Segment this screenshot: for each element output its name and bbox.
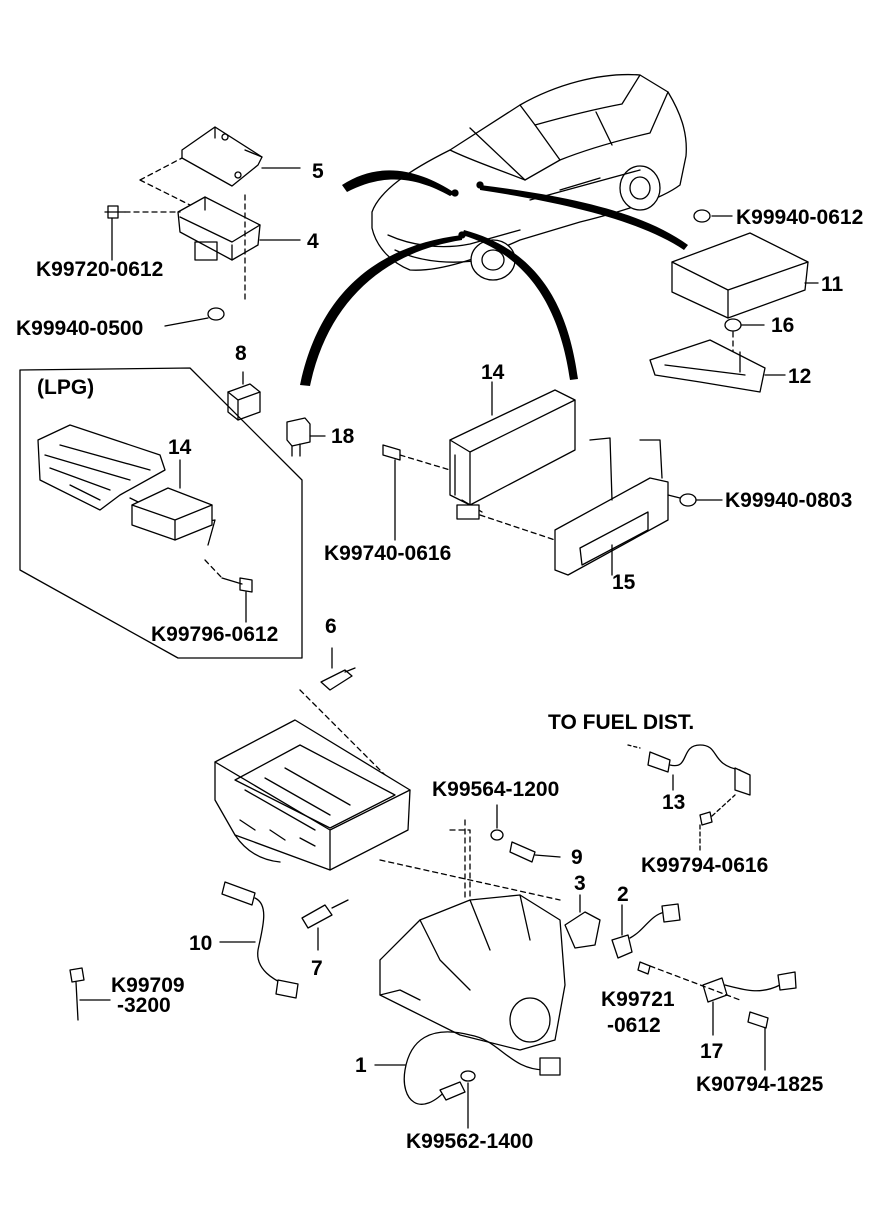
part-1-harness <box>374 1031 561 1129</box>
part-10-sensor <box>219 881 299 999</box>
part-11-module <box>671 232 819 319</box>
part-5-bracket <box>181 126 301 187</box>
callout-14: 14 <box>481 361 505 384</box>
part-4-module <box>139 157 301 301</box>
part-6-sensor <box>299 647 391 781</box>
part-12-bracket <box>649 339 786 393</box>
callout-2: 2 <box>617 883 629 906</box>
part-number-k99721: K99721 <box>601 988 675 1011</box>
part-number-k99940-0803: K99940-0803 <box>725 489 853 512</box>
part-8-relay <box>227 371 261 421</box>
callout-14-lpg: 14 <box>168 436 192 459</box>
callout-7: 7 <box>311 957 323 980</box>
part-number-k99709-suffix: -3200 <box>117 994 171 1017</box>
location-arrows <box>300 170 688 386</box>
callout-13: 13 <box>662 791 686 814</box>
part-13-harness <box>627 744 751 851</box>
part-7-sensor <box>301 899 349 951</box>
callout-6: 6 <box>325 615 337 638</box>
part-number-k90794-1825: K90794-1825 <box>696 1073 824 1096</box>
part-number-k99564-1200: K99564-1200 <box>432 778 560 801</box>
callout-11: 11 <box>821 273 844 296</box>
bolt-k99796 <box>204 559 253 623</box>
part-number-k99740-0616: K99740-0616 <box>324 542 452 565</box>
part-number-k99796-0612: K99796-0612 <box>151 623 279 646</box>
engine-head <box>214 719 411 871</box>
lpg-module-14 <box>131 459 213 541</box>
part-15-bracket <box>554 437 669 576</box>
part-17-sensor <box>649 965 797 1071</box>
part-3-sensor <box>564 894 601 949</box>
part-number-k99940-0612: K99940-0612 <box>736 206 864 229</box>
nut-k99940-0803 <box>479 493 723 541</box>
callout-4: 4 <box>307 230 319 253</box>
nut-k99940-0500 <box>164 307 225 327</box>
callout-17: 17 <box>700 1040 724 1063</box>
callout-16: 16 <box>771 314 795 337</box>
fuel-dist-note: TO FUEL DIST. <box>548 711 695 734</box>
callout-3: 3 <box>574 872 586 895</box>
bolt-k99720 <box>104 205 181 261</box>
lpg-frame <box>19 367 303 659</box>
part-number-k99721-suffix: -0612 <box>607 1014 661 1037</box>
part-14-ecu <box>449 381 576 520</box>
callout-15: 15 <box>612 571 636 594</box>
callout-1: 1 <box>355 1054 367 1077</box>
callout-12: 12 <box>788 365 812 388</box>
callout-9: 9 <box>571 846 583 869</box>
callout-18: 18 <box>331 425 355 448</box>
part-number-k99562-1400: K99562-1400 <box>406 1130 534 1153</box>
lpg-label: (LPG) <box>37 376 95 399</box>
part-9-sensor <box>464 804 561 901</box>
part-number-k99940-0500: K99940-0500 <box>16 317 144 340</box>
clip-k99709 <box>69 967 111 1021</box>
callout-5: 5 <box>312 160 324 183</box>
nut-k99940-0612-top <box>693 209 733 223</box>
part-2-sensor <box>611 903 681 975</box>
transaxle <box>379 829 566 1051</box>
part-number-k99720-0612: K99720-0612 <box>36 258 164 281</box>
callout-8: 8 <box>235 342 247 365</box>
callout-10: 10 <box>189 932 213 955</box>
part-18-relay <box>286 417 326 457</box>
part-number-k99709: K99709 <box>111 974 185 997</box>
bolt-k99740 <box>382 444 451 541</box>
part-number-k99794-0616: K99794-0616 <box>641 854 769 877</box>
